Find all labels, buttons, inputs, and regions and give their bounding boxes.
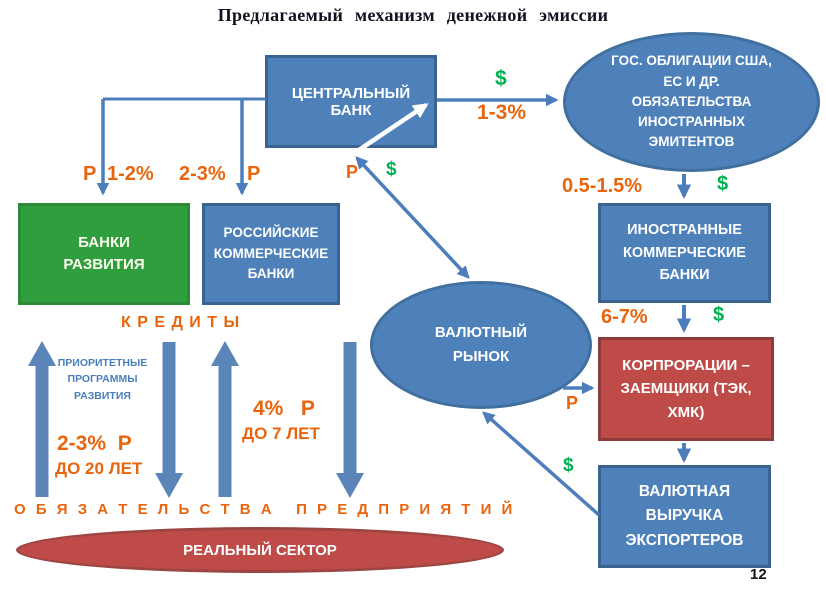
ruble-label-market-corp: Р [566,393,579,413]
node-corporations-borrowers: КОРПРОРАЦИИ – ЗАЕМЩИКИ (ТЭК, ХМК) [598,337,774,441]
node-foreign-commercial-banks: ИНОСТРАННЫЕ КОММЕРЧЕСКИЕ БАНКИ [598,203,771,303]
ruble-label-cb-rcb: Р [247,163,261,185]
thick-arrow-down-left [155,342,183,498]
priority-programs-label: ПРИОРИТЕТНЫЕ ПРОГРАММЫ РАЗВИТИЯ [57,357,148,402]
node-label: КОРПРОРАЦИИ – ЗАЕМЩИКИ (ТЭК, ХМК) [620,357,752,421]
arrow-cb-currency-market-two-way [355,156,470,279]
page-title: Предлагаемый механизм денежной эмиссии [217,5,609,25]
page-number: 12 [750,566,767,583]
rcb-loan-term-label: ДО 7 ЛЕТ [242,424,320,443]
rate-label-bonds-fcb: 0.5-1.5% [562,175,643,197]
node-label: БАНКИ РАЗВИТИЯ [63,233,145,274]
node-real-sector: РЕАЛЬНЫЙ СЕКТОР [16,527,504,573]
dollar-label-fcb-corp: $ [713,304,725,326]
thick-arrow-up-middle [211,341,239,497]
node-label: ГОС. ОБЛИГАЦИИ США, ЕС И ДР. ОБЯЗАТЕЛЬСТ… [611,53,772,150]
rate-label-cb-dev: 1-2% [107,163,154,185]
thick-arrow-up-left [28,341,56,497]
credits-label: К Р Е Д И Т Ы [121,314,241,331]
dev-loan-term-label: ДО 20 ЛЕТ [55,459,143,478]
node-development-banks: БАНКИ РАЗВИТИЯ [18,203,190,305]
dollar-label-bonds-fcb: $ [717,173,729,195]
obligations-label: О Б Я З А Т Е Л Ь С Т В А П Р Е Д П Р И … [14,501,516,518]
rate-label-fcb-corp: 6-7% [601,306,648,328]
node-export-revenue: ВАЛЮТНАЯ ВЫРУЧКА ЭКСПОРТЕРОВ [598,465,771,568]
rate-label-cb-rcb: 2-3% [179,163,226,185]
ruble-label-cb-market: Р [346,162,359,182]
node-label: РОССИЙСКИЕ КОММЕРЧЕСКИЕ БАНКИ [213,224,329,282]
node-label: ЦЕНТРАЛЬНЫЙ БАНК [291,84,411,119]
thick-arrow-down-middle [336,342,364,498]
node-central-bank: ЦЕНТРАЛЬНЫЙ БАНК [265,55,437,148]
dollar-label-cb-bonds: $ [495,67,507,90]
dollar-label-cb-market: $ [386,159,397,180]
node-label: ВАЛЮТНАЯ ВЫРУЧКА ЭКСПОРТЕРОВ [625,483,744,549]
node-label: ВАЛЮТНЫЙ РЫНОК [434,324,528,365]
dollar-label-export-market: $ [563,455,574,476]
node-currency-market: ВАЛЮТНЫЙ РЫНОК [370,281,592,409]
node-gov-bonds: ГОС. ОБЛИГАЦИИ США, ЕС И ДР. ОБЯЗАТЕЛЬСТ… [563,32,820,172]
dev-loan-rate-label: 2-3% Р [57,432,132,455]
node-russian-commercial-banks: РОССИЙСКИЕ КОММЕРЧЕСКИЕ БАНКИ [202,203,340,305]
rcb-loan-rate-label: 4% Р [253,397,315,420]
node-label: РЕАЛЬНЫЙ СЕКТОР [183,541,337,559]
ruble-label-cb-dev: Р [83,163,97,185]
arrow-into-central-bank [345,103,429,160]
arrow-export-revenue-to-market [482,411,601,517]
node-label: ИНОСТРАННЫЕ КОММЕРЧЕСКИЕ БАНКИ [623,222,746,284]
rate-label-cb-bonds: 1-3% [477,101,527,124]
